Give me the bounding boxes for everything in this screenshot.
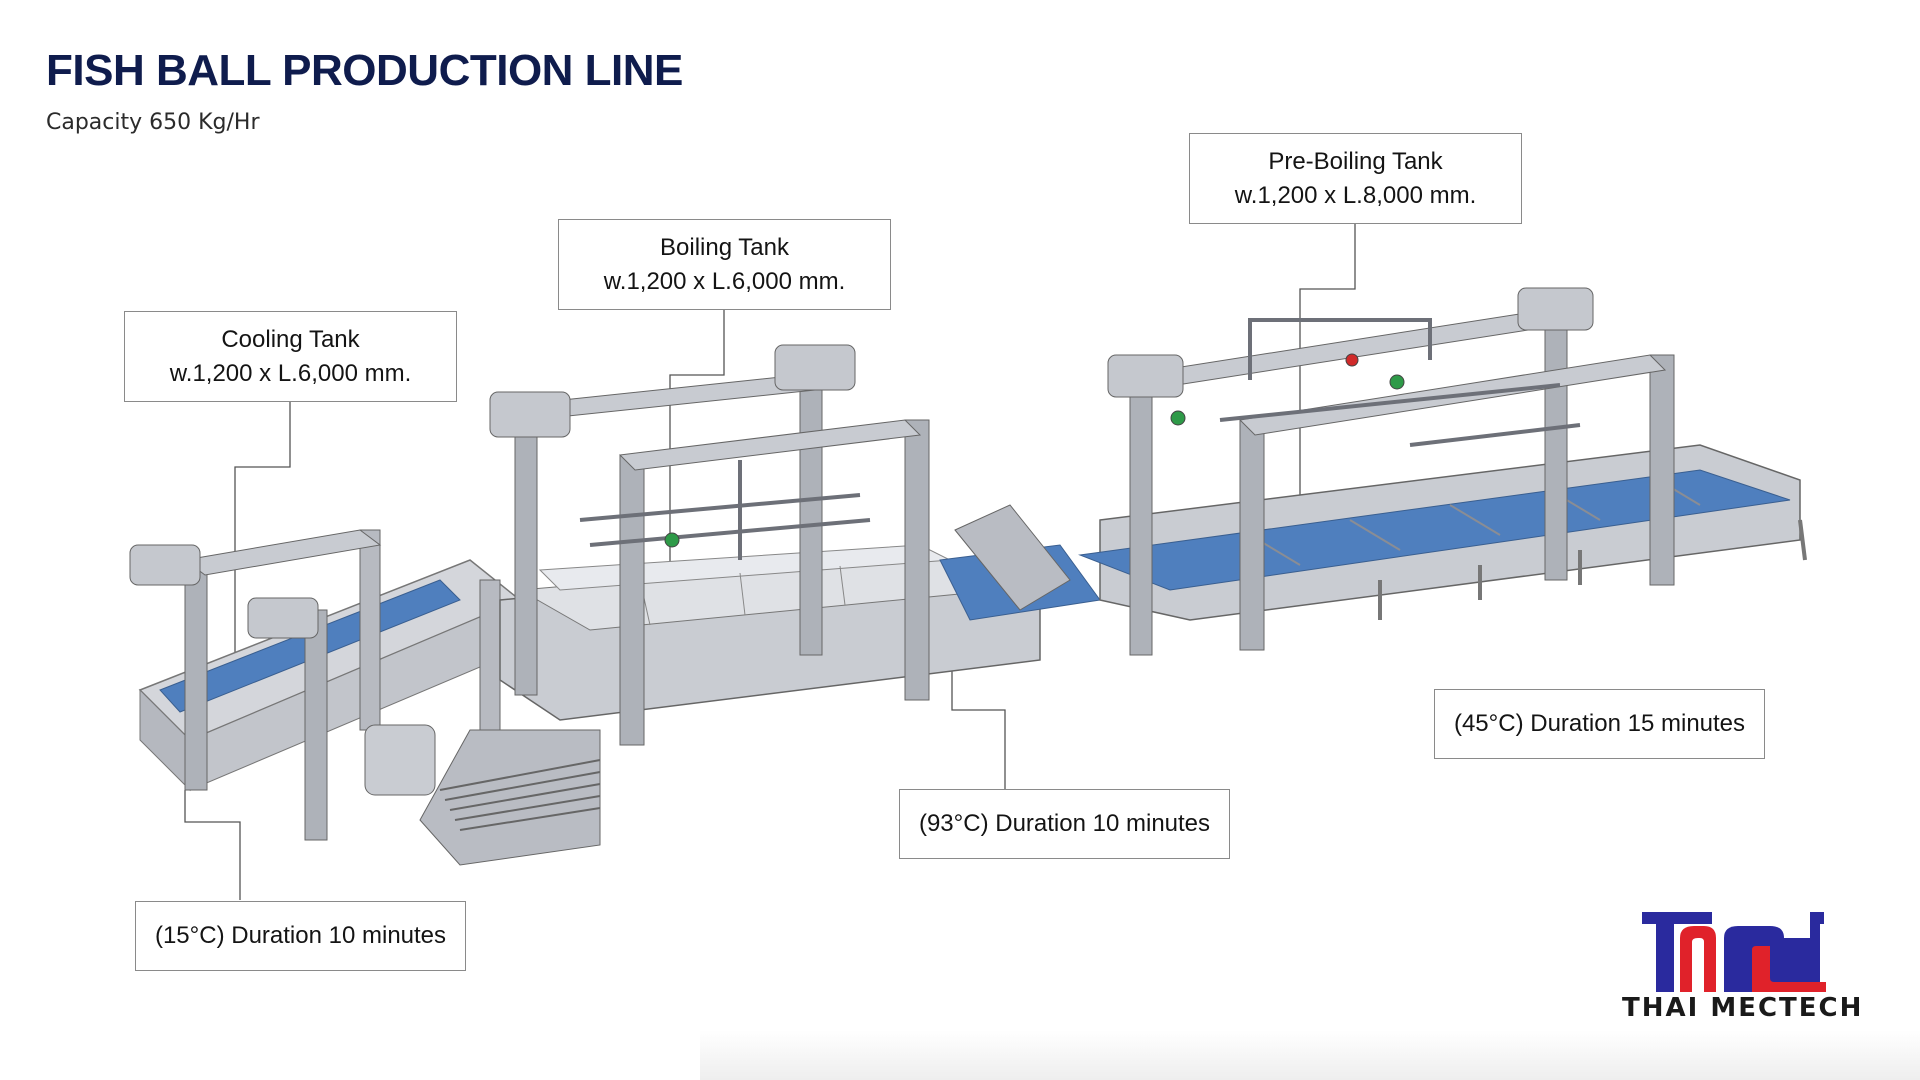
boiling-condition-text: (93°C) Duration 10 minutes	[918, 810, 1211, 837]
cooling-tank-label: Cooling Tank w.1,200 x L.6,000 mm.	[124, 311, 457, 402]
pre-boiling-tank-leader	[1299, 224, 1356, 520]
boiling-tank-size: w.1,200 x L.6,000 mm.	[603, 267, 846, 295]
cooling-condition-leader	[184, 790, 241, 900]
boiling-condition-label: (93°C) Duration 10 minutes	[899, 789, 1230, 859]
leader-lines	[184, 224, 1356, 900]
cooling-tank-leader	[234, 402, 291, 680]
logo-mark	[1642, 912, 1826, 992]
cooling-tank-size: w.1,200 x L.6,000 mm.	[169, 359, 412, 387]
boiling-tank-name: Boiling Tank	[660, 233, 789, 261]
cooling-tank-name: Cooling Tank	[221, 325, 360, 353]
pre-boiling-condition-label: (45°C) Duration 15 minutes	[1434, 689, 1765, 759]
thai-mectech-logo	[1642, 912, 1826, 992]
cooling-condition-text: (15°C) Duration 10 minutes	[154, 922, 447, 949]
pre-boiling-tank-label: Pre-Boiling Tank w.1,200 x L.8,000 mm.	[1189, 133, 1522, 224]
page-title: FISH BALL PRODUCTION LINE	[46, 46, 683, 95]
bottom-shadow	[700, 1030, 1920, 1080]
boiling-condition-leader	[951, 660, 1006, 790]
cooling-condition-label: (15°C) Duration 10 minutes	[135, 901, 466, 971]
boiling-tank-leader	[669, 309, 725, 590]
capacity-subtitle: Capacity 650 Kg/Hr	[46, 110, 260, 135]
pre-boiling-condition-text: (45°C) Duration 15 minutes	[1453, 710, 1746, 737]
pre-boiling-tank-name: Pre-Boiling Tank	[1268, 147, 1443, 175]
pre-boiling-section	[954, 287, 1807, 656]
pre-boiling-tank-size: w.1,200 x L.8,000 mm.	[1234, 181, 1477, 209]
boiling-tank-label: Boiling Tank w.1,200 x L.6,000 mm.	[558, 219, 891, 310]
logo-text: THAI MECTECH	[1622, 993, 1864, 1023]
